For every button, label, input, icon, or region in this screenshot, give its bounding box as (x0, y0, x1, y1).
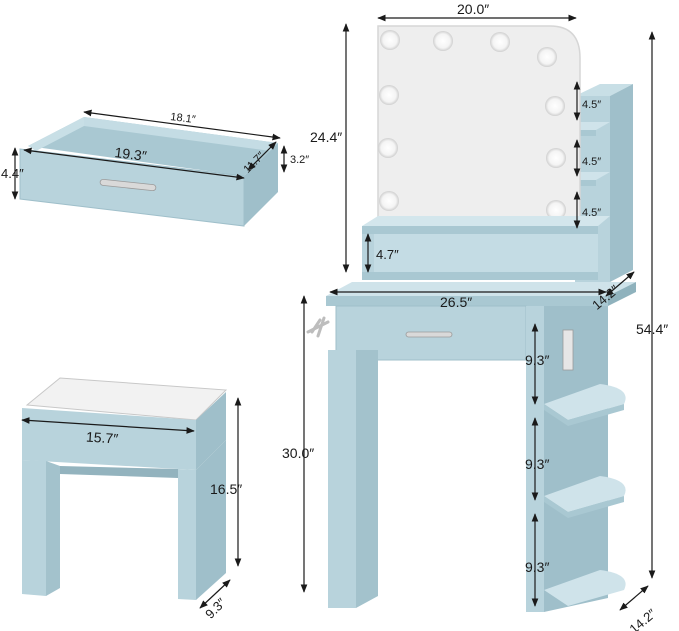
shelf-tower-side (610, 84, 633, 282)
bulb-icon (433, 31, 453, 51)
hutch-opening (374, 234, 598, 278)
stool-left-leg-side (46, 461, 60, 596)
side-shelf-2-edge (544, 496, 624, 518)
desk-width-label: 26.5″ (440, 294, 472, 310)
bulb-icon (490, 32, 510, 52)
drawer-inner-width-label: 18.1″ (170, 111, 197, 126)
drawer-outer-width-arrow (23, 147, 245, 181)
shelf-gap-2-label: 4.5″ (582, 156, 601, 168)
desk-left-leg-front (328, 350, 356, 608)
side-hook-icon (306, 316, 330, 338)
drawer-outer-height-label: 4.4″ (1, 166, 24, 181)
stool-inner-shadow (60, 466, 178, 478)
mirror-height-label: 24.4″ (310, 129, 342, 145)
bulb-icon (379, 191, 399, 211)
bulb-icon (379, 85, 399, 105)
desk-left-leg-side (356, 350, 378, 608)
stool-cushion (25, 377, 228, 421)
stool-right-leg-side (196, 440, 226, 600)
stool-width-label: 15.7″ (85, 428, 118, 446)
drawer-depth-arrow (247, 141, 277, 171)
desk-depth-arrow (605, 271, 635, 297)
right-cabinet-side (544, 306, 608, 612)
desk-top-edge (326, 296, 608, 306)
drawer-inner-width-arrow (83, 109, 281, 141)
hutch-bottom (362, 272, 598, 280)
stool-depth-label: 9.3″ (202, 595, 229, 622)
bulb-icon (546, 200, 566, 220)
stool-left-leg (22, 460, 46, 596)
bulb-icon (537, 47, 557, 67)
stool-seat-right (196, 392, 226, 470)
drawer-illustration (19, 117, 278, 227)
side-shelf-2-label: 9.3″ (525, 456, 549, 472)
hutch-front (362, 226, 598, 234)
stool-width-arrow (21, 417, 195, 434)
drawer-handle (99, 178, 157, 192)
drawer-outer-width-label: 19.3″ (114, 144, 148, 164)
mirror-width-label: 20.0″ (457, 1, 489, 17)
stool-right-leg (178, 469, 196, 600)
base-depth-label: 14.2″ (626, 606, 659, 631)
desk-drawer-handle (405, 331, 453, 338)
stool-illustration (22, 377, 228, 600)
vanity-illustration (306, 25, 636, 612)
bulb-icon (378, 138, 398, 158)
desk-top (326, 282, 636, 296)
hutch-height-label: 4.7″ (376, 247, 399, 262)
shelf-tower-back (575, 84, 633, 96)
stool-depth-arrow (199, 579, 231, 609)
desk-height-label: 30.0″ (282, 445, 314, 461)
side-shelf-2 (544, 476, 626, 512)
power-outlet (562, 329, 574, 371)
side-shelf-3-label: 9.3″ (525, 559, 549, 575)
side-shelf-1 (544, 384, 626, 420)
total-height-label: 54.4″ (636, 321, 668, 337)
side-shelf-1-label: 9.3″ (525, 352, 549, 368)
stool-height-label: 16.5″ (210, 481, 242, 497)
bulb-icon (380, 30, 400, 50)
drawer-left-wall (28, 117, 84, 151)
base-depth-arrow (619, 585, 649, 611)
side-shelf-1-edge (544, 404, 624, 426)
side-shelf-3 (544, 570, 626, 606)
hutch-top (362, 216, 610, 226)
bulb-icon (545, 96, 565, 116)
shelf-gap-3-label: 4.5″ (582, 207, 601, 219)
drawer-inner-height-label: 3.2″ (290, 154, 309, 166)
shelf-gap-1-label: 4.5″ (582, 99, 601, 111)
bulb-icon (546, 148, 566, 168)
